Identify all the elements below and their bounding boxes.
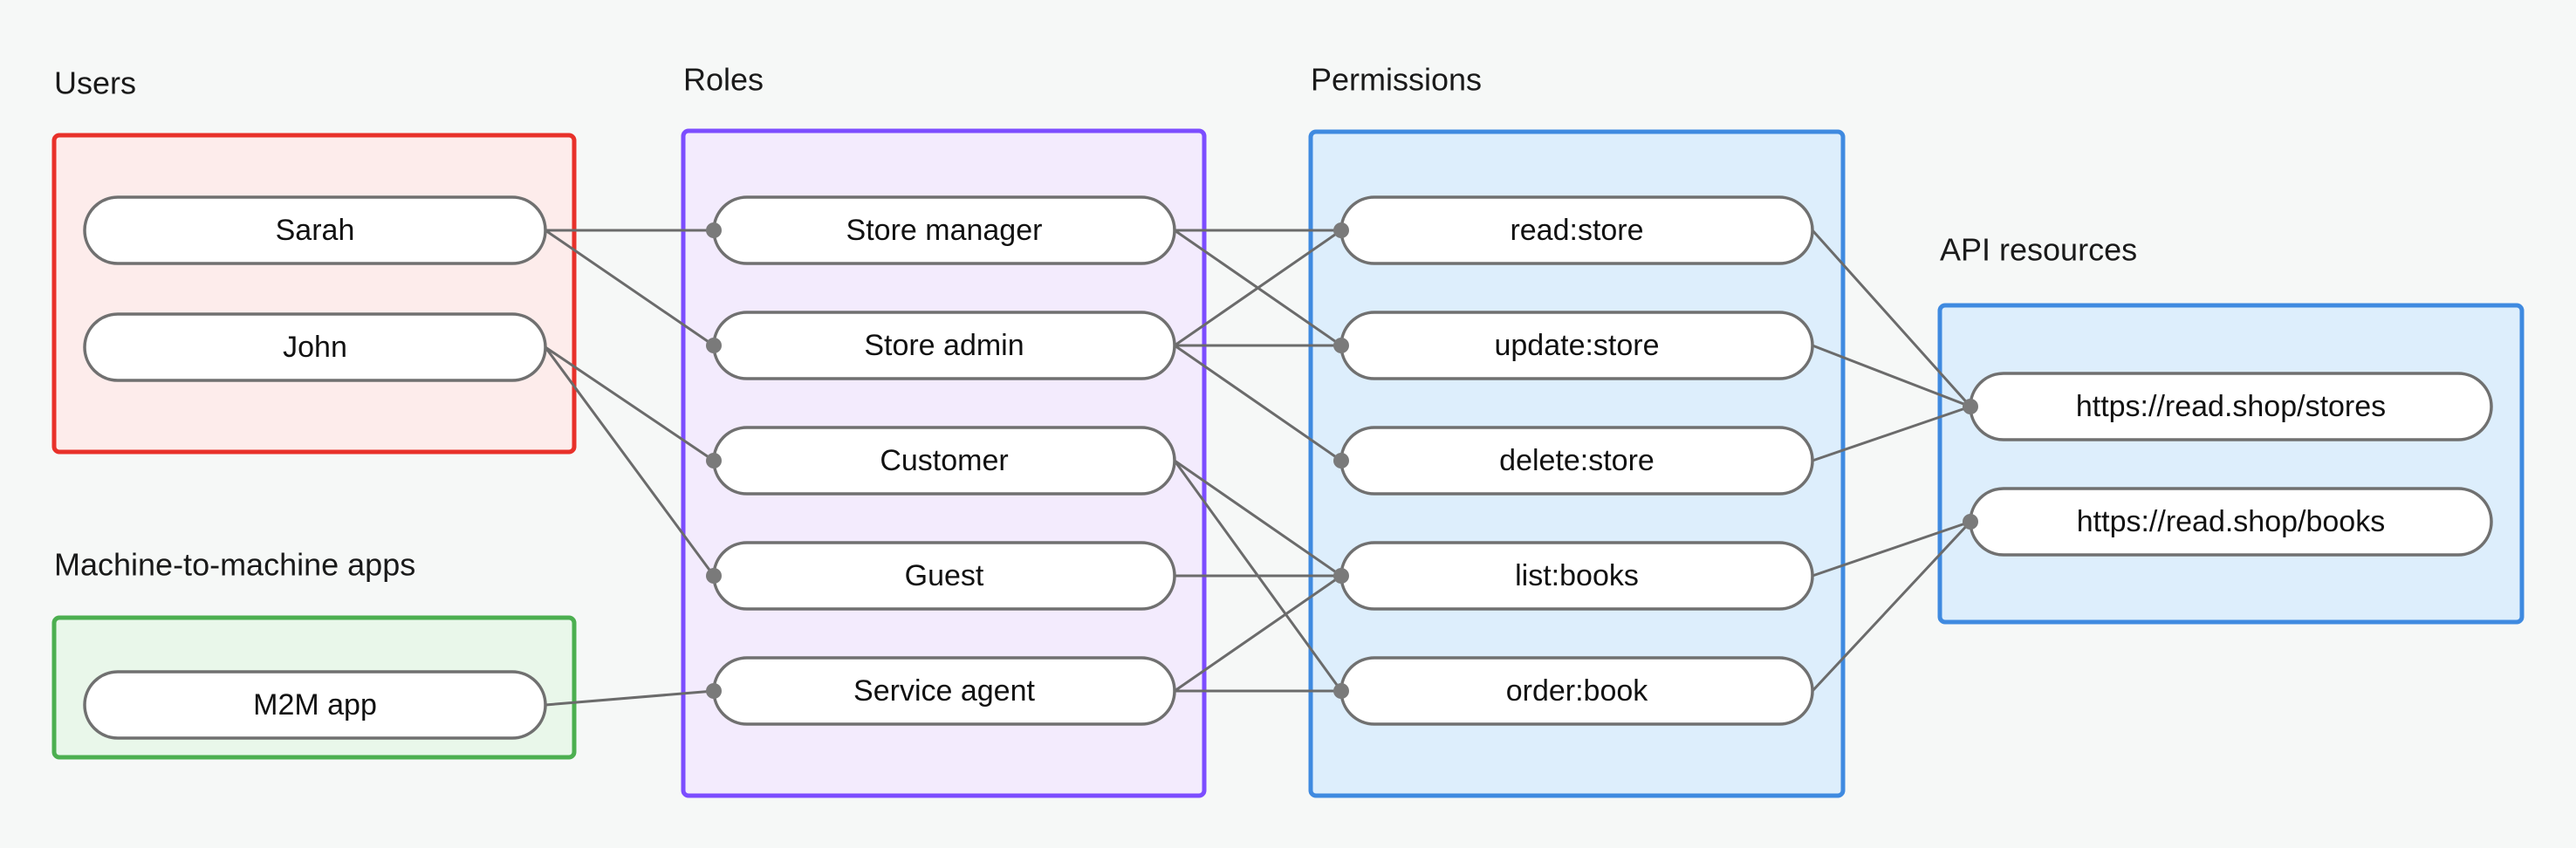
node-m2m-app[interactable]: M2M app bbox=[83, 670, 547, 740]
node-label-delete-store: delete:store bbox=[1499, 444, 1655, 477]
node-update-store[interactable]: update:store bbox=[1339, 311, 1814, 380]
node-label-service-agent: Service agent bbox=[853, 674, 1035, 708]
edge-sarah-to-store-admin bbox=[545, 229, 715, 347]
node-label-res-books: https://read.shop/books bbox=[2077, 505, 2385, 538]
edge-service-agent-to-list-books bbox=[1174, 574, 1342, 693]
edge-endpoint-dot-order-book bbox=[1333, 683, 1349, 699]
node-pill-m2m-app[interactable] bbox=[83, 670, 547, 740]
node-guest[interactable]: Guest bbox=[712, 541, 1176, 611]
node-john[interactable]: John bbox=[83, 312, 547, 382]
group-box-api-resources bbox=[1937, 303, 2525, 625]
node-label-guest: Guest bbox=[905, 559, 984, 592]
edge-read-store-to-res-stores bbox=[1811, 229, 1972, 408]
node-label-order-book: order:book bbox=[1506, 674, 1649, 708]
edge-store-admin-to-read-store bbox=[1174, 229, 1342, 347]
edge-endpoint-dot-store-admin bbox=[706, 338, 722, 353]
group-title-users: Users bbox=[54, 65, 136, 101]
edge-m2m-app-to-service-agent bbox=[545, 689, 715, 707]
node-store-manager[interactable]: Store manager bbox=[712, 195, 1176, 265]
edge-endpoint-dot-list-books bbox=[1333, 568, 1349, 584]
node-pill-john[interactable] bbox=[83, 312, 547, 382]
edge-endpoint-dot-service-agent bbox=[706, 683, 722, 699]
edge-customer-to-list-books bbox=[1174, 459, 1342, 578]
node-delete-store[interactable]: delete:store bbox=[1339, 426, 1814, 496]
node-res-stores[interactable]: https://read.shop/stores bbox=[1969, 372, 2493, 441]
group-title-api-resources: API resources bbox=[1940, 232, 2137, 268]
node-read-store[interactable]: read:store bbox=[1339, 195, 1814, 265]
node-label-sarah: Sarah bbox=[276, 214, 355, 247]
node-label-list-books: list:books bbox=[1515, 559, 1639, 592]
node-label-john: John bbox=[283, 331, 347, 364]
node-label-res-stores: https://read.shop/stores bbox=[2076, 390, 2386, 423]
group-title-roles: Roles bbox=[683, 62, 764, 98]
edge-endpoint-dot-guest bbox=[706, 568, 722, 584]
group-box-users bbox=[51, 133, 577, 455]
node-service-agent[interactable]: Service agent bbox=[712, 656, 1176, 726]
node-label-m2m-app: M2M app bbox=[253, 688, 377, 721]
node-store-admin[interactable]: Store admin bbox=[712, 311, 1176, 380]
edge-endpoint-dot-res-books bbox=[1963, 514, 1978, 530]
edge-endpoint-dot-read-store bbox=[1333, 222, 1349, 238]
node-label-store-manager: Store manager bbox=[846, 214, 1043, 247]
edge-order-book-to-res-books bbox=[1811, 520, 1972, 693]
edge-list-books-to-res-books bbox=[1812, 520, 1971, 578]
node-label-store-admin: Store admin bbox=[864, 329, 1024, 362]
node-label-read-store: read:store bbox=[1510, 214, 1643, 247]
group-title-permissions: Permissions bbox=[1311, 62, 1482, 98]
edge-john-to-guest bbox=[544, 346, 716, 577]
group-title-m2m: Machine-to-machine apps bbox=[54, 547, 415, 583]
edge-layer bbox=[544, 229, 1972, 707]
node-list-books[interactable]: list:books bbox=[1339, 541, 1814, 611]
edge-endpoint-dot-update-store bbox=[1333, 338, 1349, 353]
edge-endpoint-dot-store-manager bbox=[706, 222, 722, 238]
node-label-update-store: update:store bbox=[1494, 329, 1659, 362]
edge-endpoint-dot-delete-store bbox=[1333, 453, 1349, 468]
edge-endpoint-dots bbox=[706, 222, 1978, 699]
node-customer[interactable]: Customer bbox=[712, 426, 1176, 496]
edge-endpoint-dot-customer bbox=[706, 453, 722, 468]
node-pill-sarah[interactable] bbox=[83, 195, 547, 265]
node-sarah[interactable]: Sarah bbox=[83, 195, 547, 265]
edge-john-to-customer bbox=[545, 345, 715, 462]
edge-update-store-to-res-stores bbox=[1812, 344, 1971, 408]
edge-endpoint-dot-res-stores bbox=[1963, 399, 1978, 414]
node-label-customer: Customer bbox=[880, 444, 1008, 477]
edge-store-admin-to-delete-store bbox=[1174, 344, 1342, 462]
node-order-book[interactable]: order:book bbox=[1339, 656, 1814, 726]
edge-delete-store-to-res-stores bbox=[1812, 405, 1971, 462]
node-res-books[interactable]: https://read.shop/books bbox=[1969, 487, 2493, 557]
